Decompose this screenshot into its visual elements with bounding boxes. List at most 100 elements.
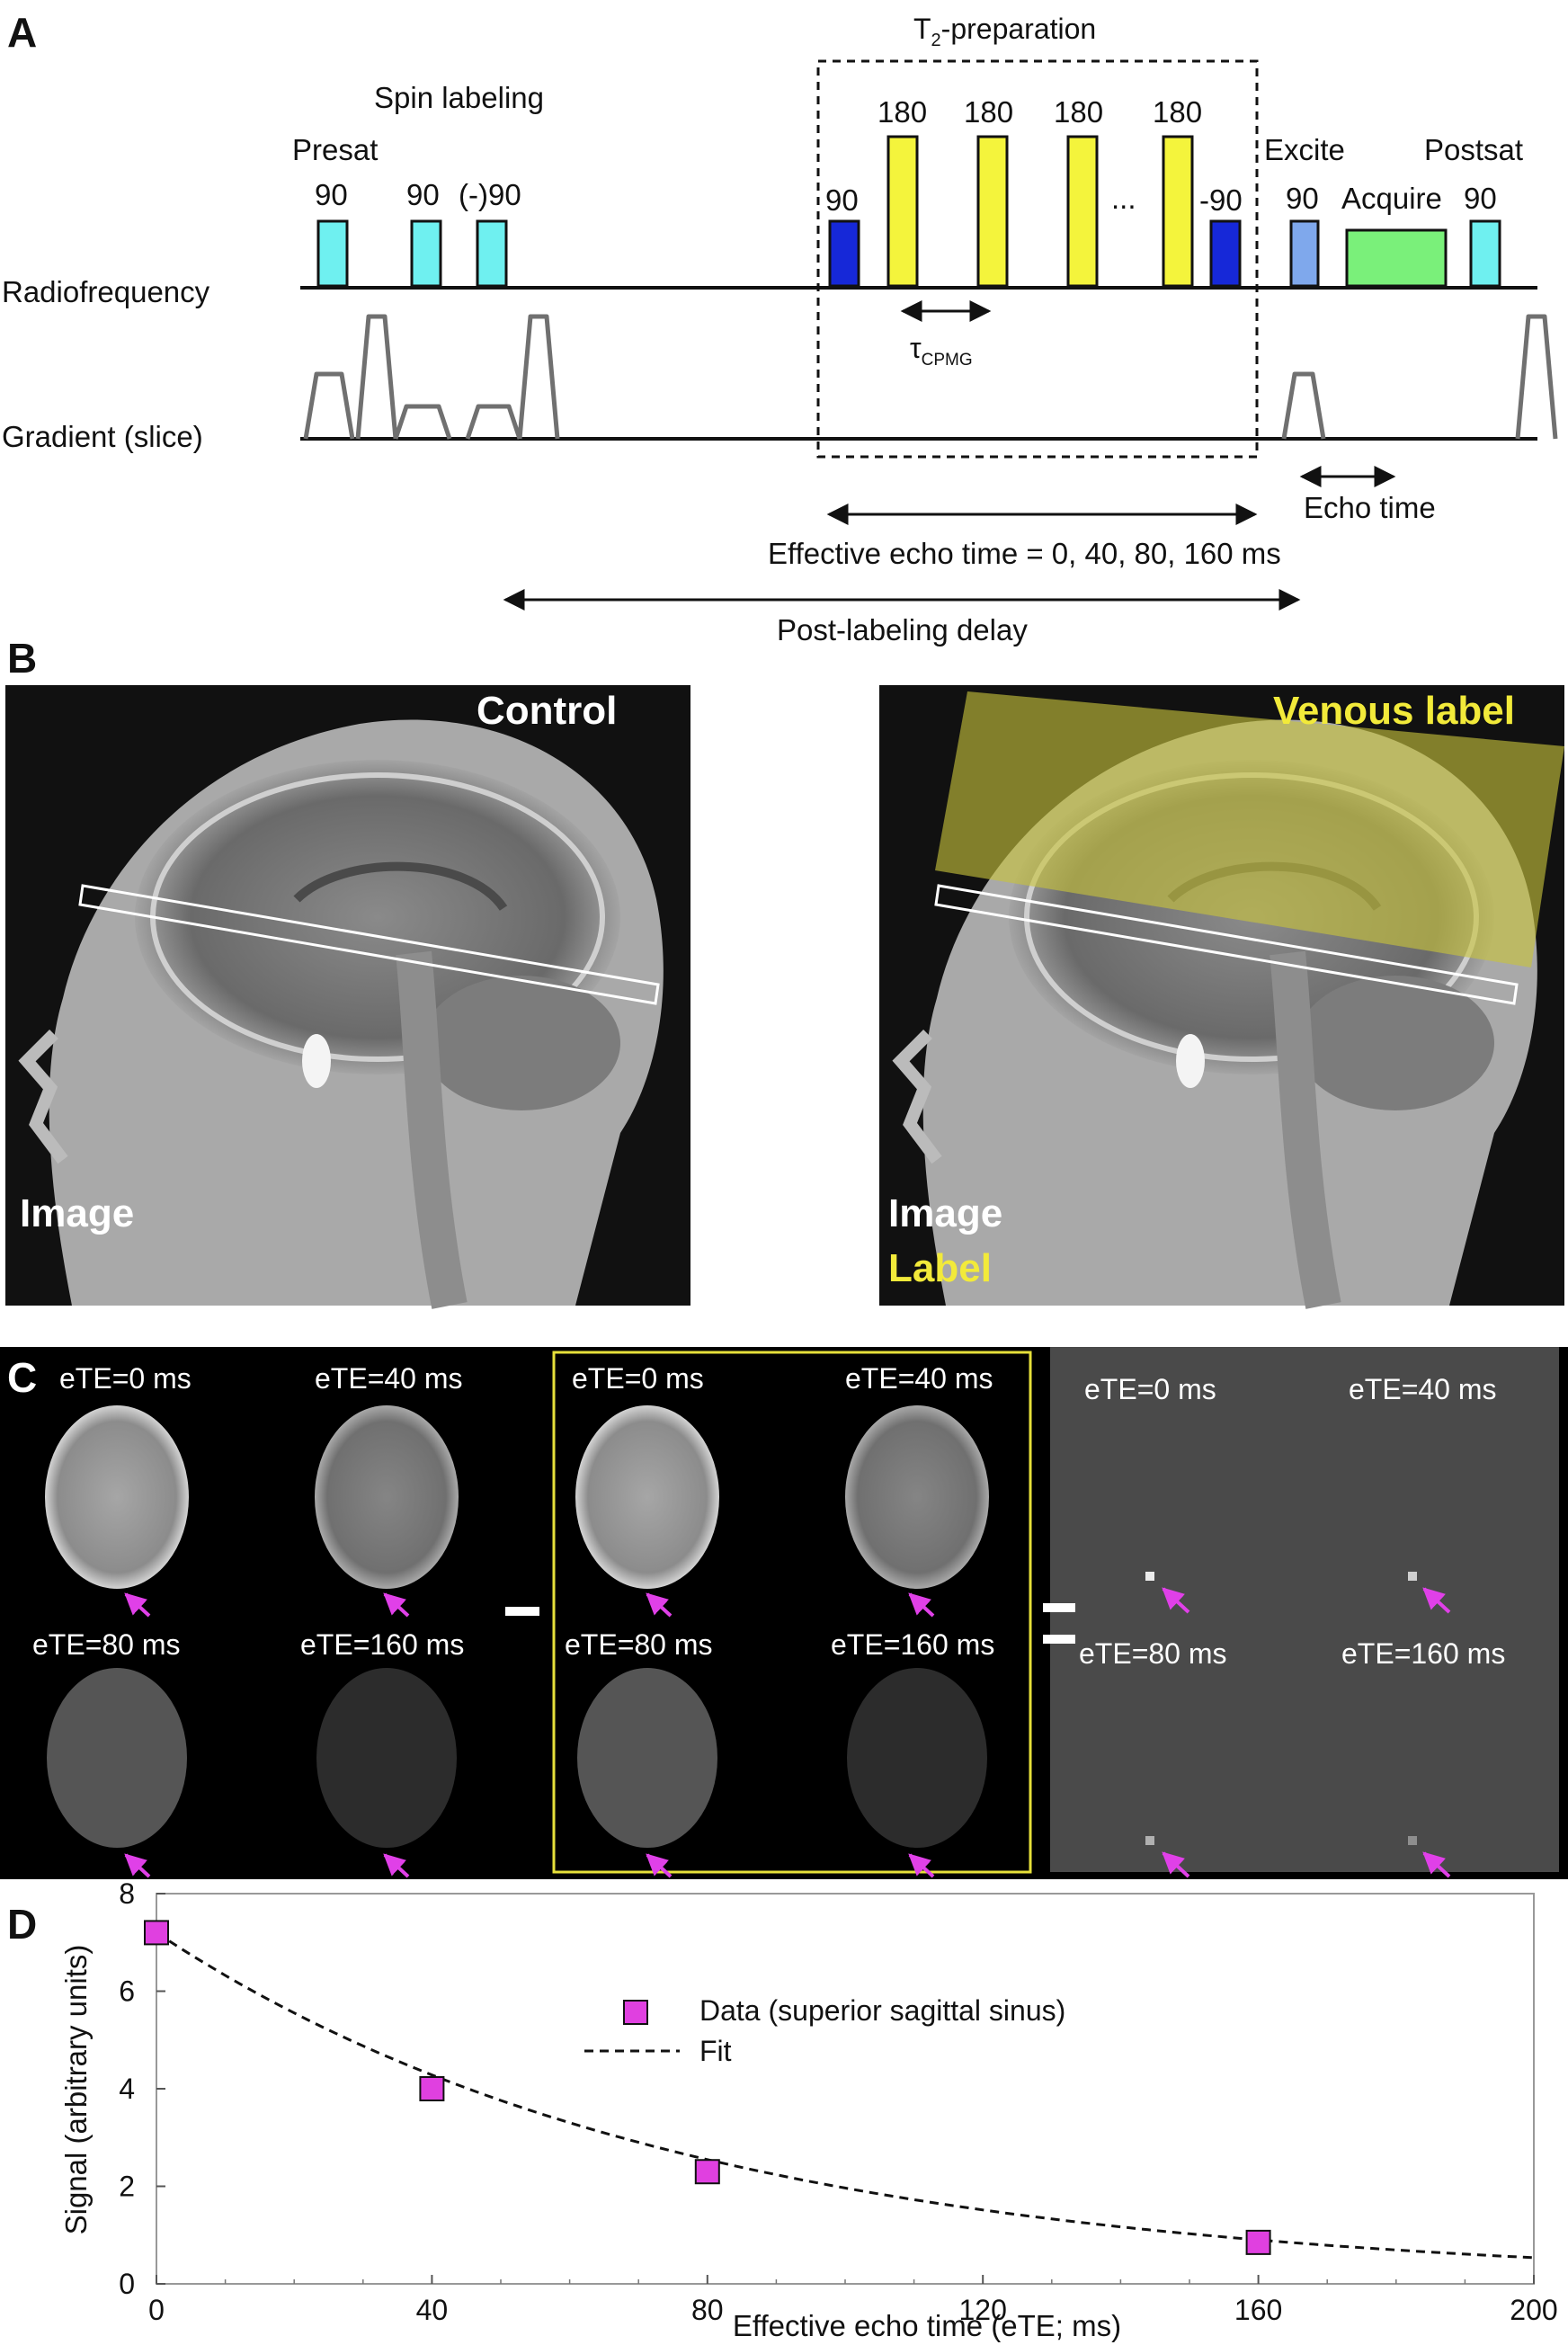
spin-labeling-label: Spin labeling <box>374 81 544 114</box>
axial-slice-160 <box>847 1668 987 1848</box>
y-tick-label: 8 <box>119 1877 135 1910</box>
ete-label: eTE=160 ms <box>1341 1637 1505 1670</box>
gradient-waveforms <box>306 317 1555 439</box>
mri-venous: Venous label Image Label <box>879 685 1564 1306</box>
ete-label: eTE=0 ms <box>572 1362 704 1395</box>
t2-tipup-pulse <box>1211 221 1240 286</box>
axial-slice-0 <box>45 1405 189 1589</box>
x-tick-label: 160 <box>1234 2294 1282 2326</box>
panel-label-d: D <box>7 1901 37 1948</box>
flip-presat: 90 <box>315 178 348 211</box>
ete-label: eTE=160 ms <box>300 1628 464 1661</box>
sinus-spot <box>1408 1572 1417 1581</box>
axial-slice-160 <box>316 1668 457 1848</box>
x-axis-title: Effective echo time (eTE; ms) <box>733 2309 1121 2342</box>
ete-label: eTE=40 ms <box>315 1362 463 1395</box>
flip-control: (-)90 <box>459 178 521 211</box>
image-label-right: Image <box>888 1191 1002 1235</box>
legend-data-label: Data (superior sagittal sinus) <box>699 1994 1065 2027</box>
axial-slice-40 <box>315 1405 459 1589</box>
grad-label <box>396 406 450 439</box>
panel-a: A T2-preparation Spin labeling Presat Ex… <box>2 9 1555 646</box>
legend-fit-label: Fit <box>699 2035 732 2067</box>
acquire-label: Acquire <box>1341 182 1442 215</box>
eff-echo-label: Effective echo time = 0, 40, 80, 160 ms <box>768 537 1281 570</box>
flip-refocus-3: 180 <box>1054 95 1103 129</box>
image-label-left: Image <box>20 1191 134 1235</box>
y-axis-title: Signal (arbitrary units) <box>59 1945 93 2235</box>
refocus-pulse-4 <box>1163 137 1192 286</box>
sinus-spot <box>1145 1836 1154 1845</box>
control-pulse <box>477 221 506 286</box>
axial-slice-80 <box>47 1668 187 1848</box>
sinus-spot <box>1408 1836 1417 1845</box>
panel-c: C eTE=0 ms eTE=40 ms eTE=80 ms eTE=160 m… <box>0 1347 1568 1879</box>
ete-label: eTE=0 ms <box>1084 1373 1216 1405</box>
ete-label: eTE=80 ms <box>1079 1637 1227 1670</box>
label-label: Label <box>888 1246 992 1290</box>
flip-refocus-1: 180 <box>878 95 927 129</box>
refocus-pulse-3 <box>1068 137 1097 286</box>
x-tick-label: 40 <box>416 2294 449 2326</box>
ete-label: eTE=40 ms <box>1349 1373 1497 1405</box>
refocus-pulse-1 <box>888 137 917 286</box>
postsat-pulse <box>1471 221 1500 286</box>
ellipsis: ... <box>1111 182 1136 215</box>
t2-tipdown-pulse <box>830 221 859 286</box>
refocus-pulse-2 <box>978 137 1007 286</box>
ete-label: eTE=160 ms <box>831 1628 994 1661</box>
excite-label: Excite <box>1264 133 1345 166</box>
ete-label: eTE=80 ms <box>565 1628 713 1661</box>
grad-excite <box>1284 374 1323 439</box>
minus-sign <box>505 1607 539 1616</box>
y-tick-label: 6 <box>119 1975 135 2008</box>
label-pulse <box>412 221 441 286</box>
pld-label: Post-labeling delay <box>777 613 1028 646</box>
flip-t2-start: 90 <box>825 183 859 217</box>
y-tick-label: 4 <box>119 2073 135 2105</box>
data-point <box>145 1921 168 1944</box>
bright-vessel <box>302 1034 331 1088</box>
x-tick-label: 0 <box>148 2294 165 2326</box>
plot-frame <box>156 1894 1534 2284</box>
panel-label-c: C <box>7 1354 37 1401</box>
grad-postsat <box>1518 317 1555 439</box>
y-tick-label: 2 <box>119 2171 135 2203</box>
equals-sign-bottom <box>1043 1635 1075 1644</box>
flip-t2-end: -90 <box>1199 183 1243 217</box>
x-tick-label: 200 <box>1510 2294 1557 2326</box>
flip-refocus-4: 180 <box>1153 95 1202 129</box>
acquire-window <box>1347 230 1446 286</box>
flip-postsat: 90 <box>1464 182 1497 215</box>
panel-label-a: A <box>7 9 37 56</box>
grad-presat <box>306 374 352 439</box>
equals-sign-top <box>1043 1603 1075 1612</box>
panel-b: B Control Image <box>5 635 1564 1306</box>
rf-row-label: Radiofrequency <box>2 275 210 308</box>
tau-label: τCPMG <box>910 332 973 370</box>
mri-control: Control Image <box>5 685 690 1306</box>
t2prep-title: T2-preparation <box>913 13 1096 50</box>
x-tick-label: 80 <box>691 2294 724 2326</box>
axial-slice-80 <box>577 1668 717 1848</box>
presat-label: Presat <box>292 133 378 166</box>
data-point <box>696 2160 719 2183</box>
flip-excite: 90 <box>1286 182 1319 215</box>
legend-marker-data <box>624 2001 647 2024</box>
fit-curve <box>156 1932 1534 2258</box>
echo-time-label: Echo time <box>1304 491 1436 524</box>
chart-marks: 0408012016020002468 <box>119 1877 1557 2326</box>
y-tick-label: 0 <box>119 2268 135 2300</box>
cerebellum <box>423 976 620 1110</box>
panel-label-b: B <box>7 635 37 682</box>
flip-label: 90 <box>406 178 440 211</box>
grad-row-label: Gradient (slice) <box>2 420 203 453</box>
excite-pulse <box>1291 221 1318 286</box>
grad-crusher-2 <box>520 317 557 439</box>
axial-slice-0 <box>575 1405 719 1589</box>
grad-control <box>468 406 520 439</box>
control-label: Control <box>477 689 617 733</box>
flip-refocus-2: 180 <box>964 95 1013 129</box>
ete-label: eTE=40 ms <box>845 1362 993 1395</box>
